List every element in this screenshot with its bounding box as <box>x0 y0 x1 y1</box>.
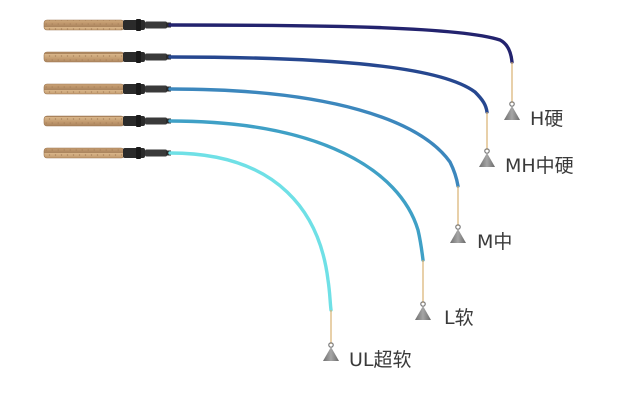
sinker-body <box>415 306 431 320</box>
reel-seat <box>123 52 145 62</box>
cork-grip-icon <box>43 147 125 159</box>
reel-seat <box>123 148 145 158</box>
sinker-body <box>504 106 520 120</box>
sinker-weight-icon <box>415 301 431 320</box>
rod-ul: UL超软 <box>43 147 412 371</box>
reel-seat-nut <box>136 83 141 95</box>
reel-seat <box>123 20 145 30</box>
sinker-body <box>323 347 339 361</box>
action-label-l: L软 <box>444 307 474 329</box>
rod-blank-h <box>168 23 514 64</box>
rod-mh: MH中硬 <box>43 51 574 177</box>
reel-seat-hood <box>145 117 167 125</box>
sinker-body <box>479 153 495 167</box>
rod-h: H硬 <box>43 19 563 130</box>
cork-grip-icon <box>43 51 125 63</box>
action-label-mh: MH中硬 <box>505 155 574 177</box>
rod-blank-m <box>168 87 460 188</box>
action-label-ul: UL超软 <box>349 349 412 371</box>
rod-blank-l <box>168 119 425 262</box>
sinker-weight-icon <box>504 101 520 120</box>
reel-seat-hood <box>145 21 167 29</box>
sinker-body <box>450 229 466 243</box>
reel-seat-nut <box>136 51 141 63</box>
cork-grip-icon <box>43 19 125 31</box>
reel-seat-hood <box>145 53 167 61</box>
reel-seat-nut <box>136 115 141 127</box>
sinker-weight-icon <box>450 224 466 243</box>
action-label-h: H硬 <box>530 108 563 130</box>
rod-blank-ul <box>168 151 333 312</box>
action-label-m: M中 <box>477 231 512 253</box>
reel-seat <box>123 116 145 126</box>
cork-grip-icon <box>43 115 125 127</box>
rod-l: L软 <box>43 115 474 329</box>
rod-m: M中 <box>43 83 512 253</box>
reel-seat-hood <box>145 85 167 93</box>
rod-blank-mh <box>168 55 489 114</box>
sinker-weight-icon <box>479 148 495 167</box>
reel-seat-nut <box>136 147 141 159</box>
reel-seat-hood <box>145 149 167 157</box>
reel-seat <box>123 84 145 94</box>
sinker-weight-icon <box>323 342 339 361</box>
cork-grip-icon <box>43 83 125 95</box>
reel-seat-nut <box>136 19 141 31</box>
